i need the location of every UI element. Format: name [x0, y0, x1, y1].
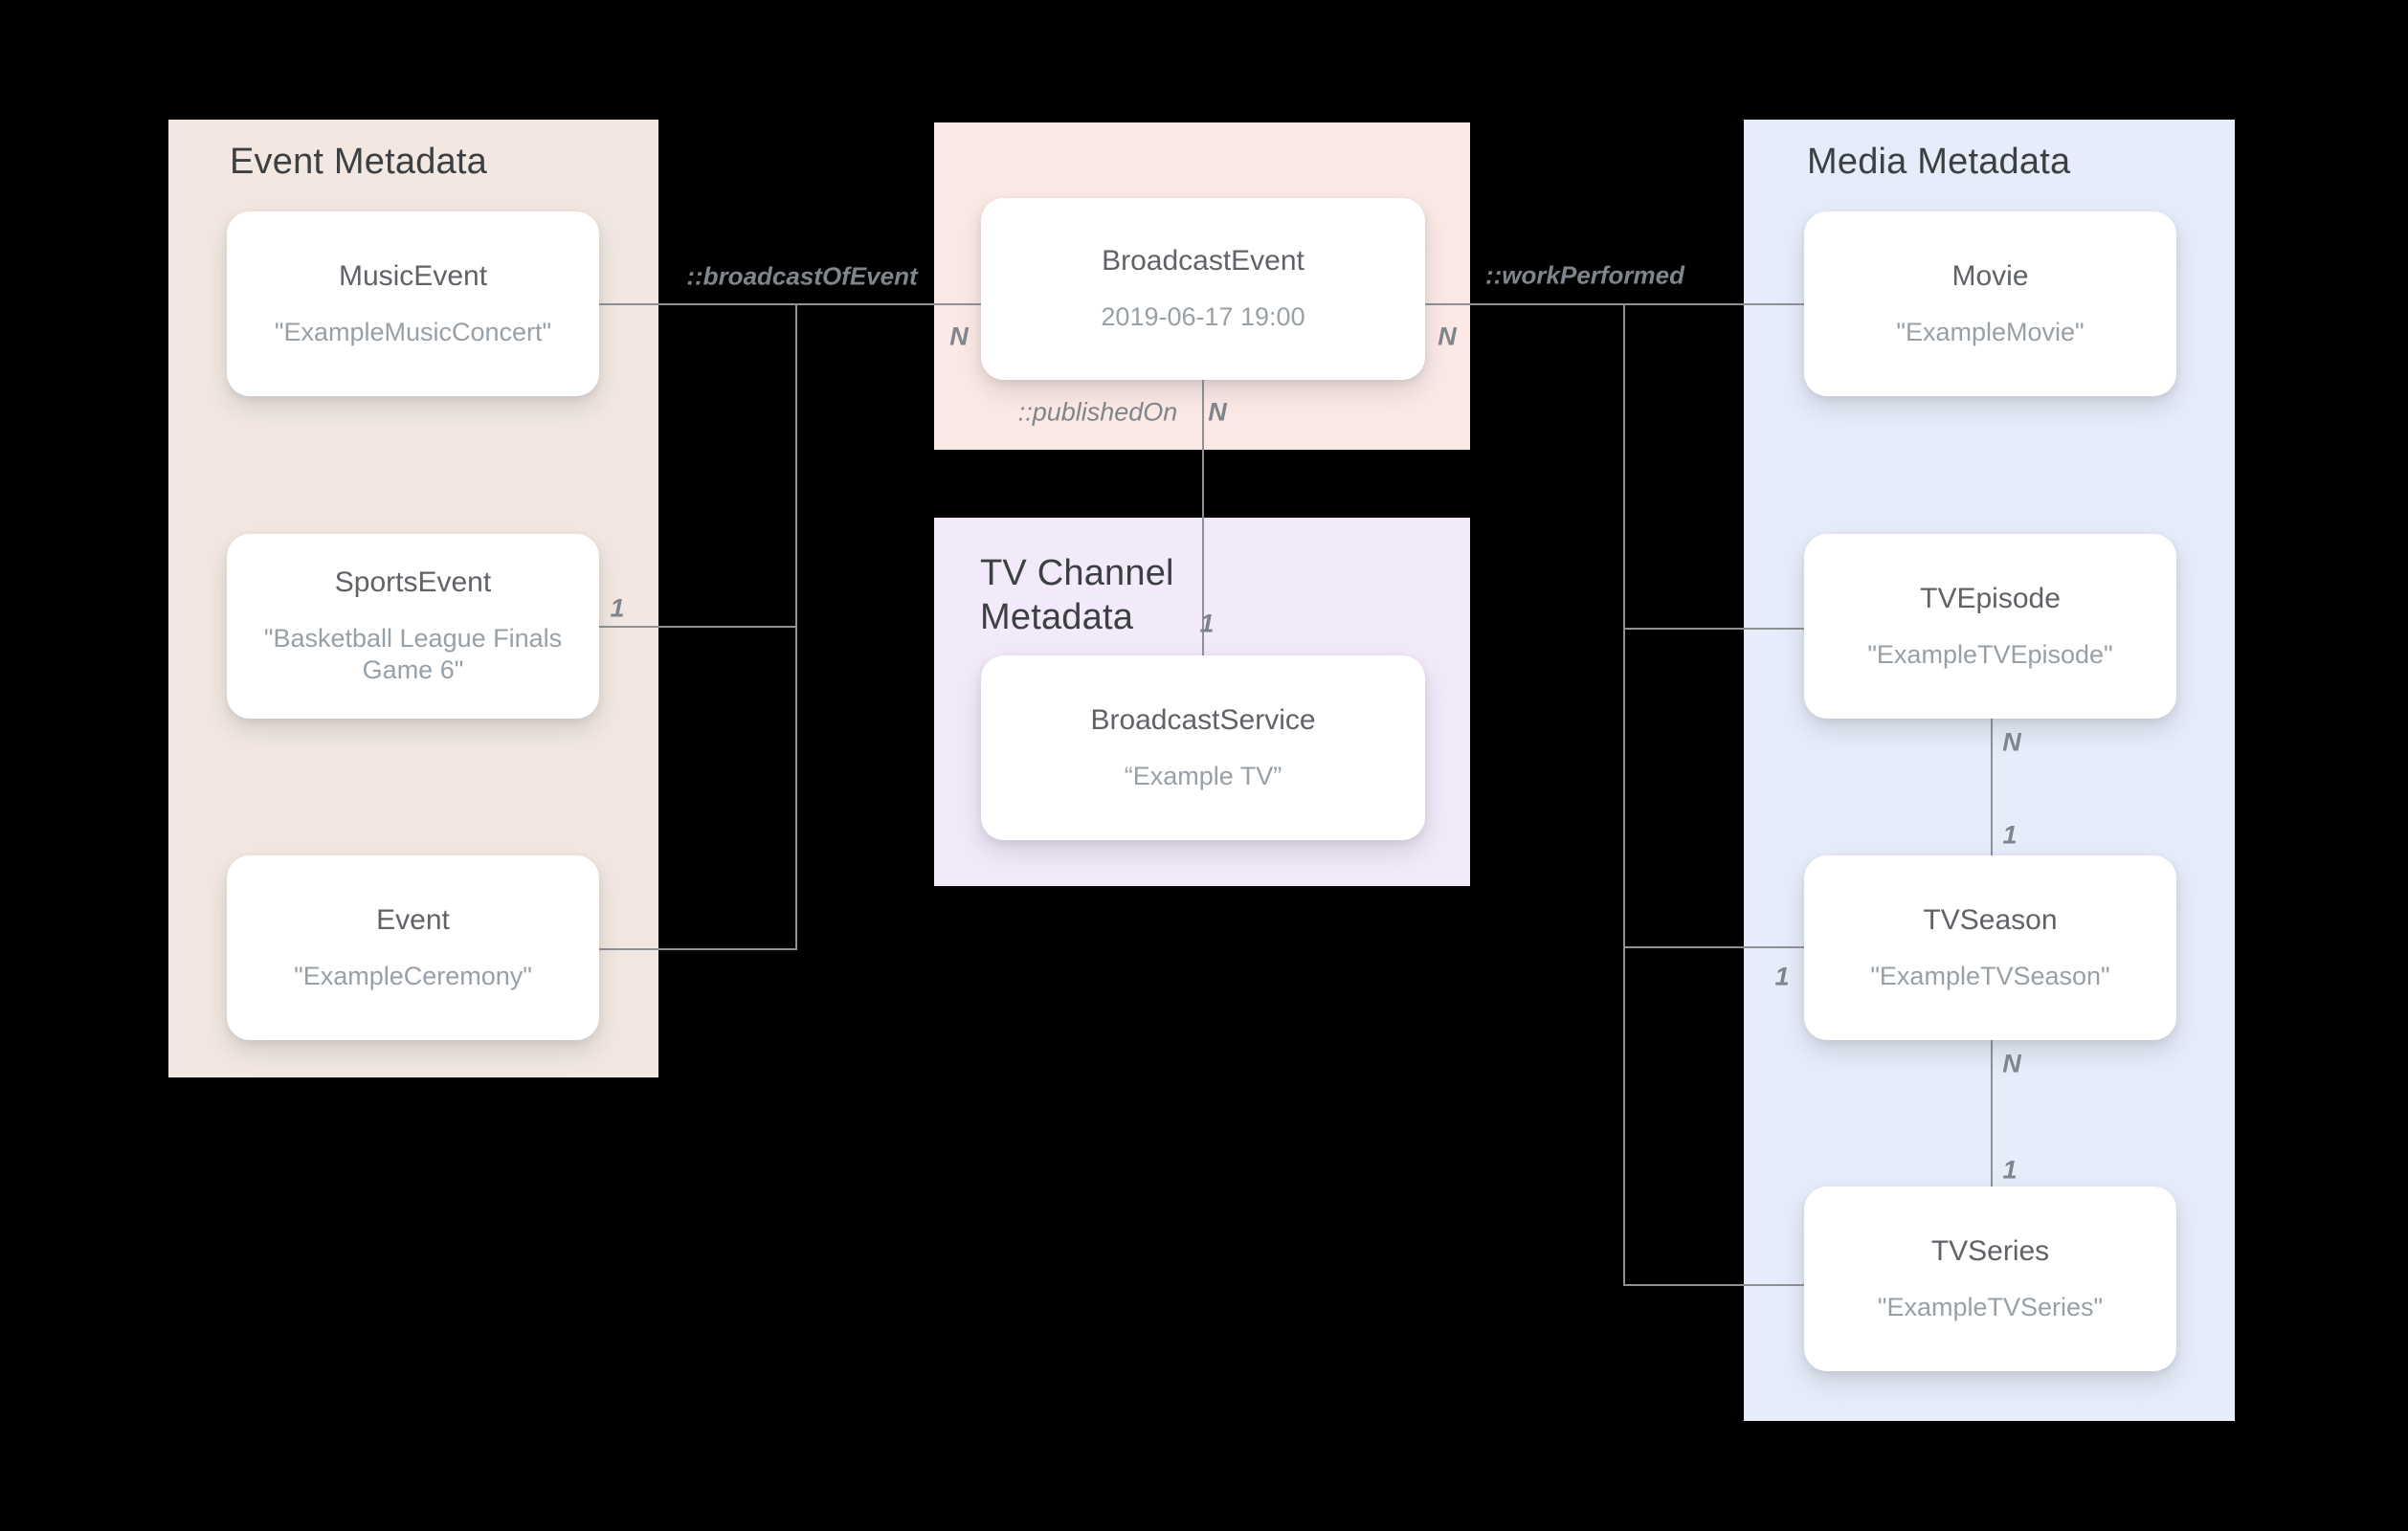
- card-event: Event "ExampleCeremony": [227, 855, 599, 1040]
- relation-label-broadcastofevent: ::broadcastOfEvent: [686, 261, 918, 291]
- card-movie: Movie "ExampleMovie": [1804, 211, 2176, 396]
- card-musicevent-title: MusicEvent: [338, 259, 488, 292]
- cardinality-publishedon-1: 1: [1199, 609, 1215, 638]
- card-tvseries-title: TVSeries: [1930, 1234, 2050, 1267]
- card-tvepisode: TVEpisode "ExampleTVEpisode": [1804, 534, 2176, 719]
- card-tvseries: TVSeries "ExampleTVSeries": [1804, 1187, 2176, 1371]
- cardinality-broadcastofevent-n: N: [949, 322, 969, 351]
- card-event-subtitle: "ExampleCeremony": [294, 961, 532, 990]
- card-broadcastservice: BroadcastService “Example TV”: [981, 655, 1425, 840]
- edge-trunk-tvepisode: [1623, 628, 1804, 630]
- card-tvseason-title: TVSeason: [1923, 903, 2058, 936]
- card-broadcastservice-subtitle: “Example TV”: [1124, 761, 1282, 790]
- edge-broadcastevent-broadcastservice: [1202, 380, 1204, 655]
- edge-sportsevent-trunk: [599, 626, 797, 628]
- edge-broadcastevent-movie: [1425, 303, 1804, 305]
- card-tvseason-subtitle: "ExampleTVSeason": [1870, 961, 2110, 990]
- card-broadcastevent-title: BroadcastEvent: [1102, 245, 1304, 277]
- card-broadcastservice-title: BroadcastService: [1090, 703, 1316, 736]
- edge-event-trunk: [599, 948, 797, 950]
- card-broadcastevent: BroadcastEvent 2019-06-17 19:00: [981, 198, 1425, 380]
- card-sportsevent: SportsEvent "Basketball League Finals Ga…: [227, 534, 599, 719]
- cardinality-episode-season-1: 1: [2002, 820, 2018, 850]
- card-musicevent: MusicEvent "ExampleMusicConcert": [227, 211, 599, 396]
- edge-tvepisode-tvseason: [1991, 719, 1993, 855]
- cardinality-episode-season-n: N: [2002, 727, 2021, 757]
- cardinality-workperformed-1: 1: [1774, 962, 1790, 991]
- panel-title-media-metadata: Media Metadata: [1807, 142, 2071, 182]
- edge-media-trunk-vertical: [1623, 303, 1625, 1286]
- card-movie-subtitle: "ExampleMovie": [1896, 317, 2085, 346]
- edge-trunk-tvseries: [1623, 1284, 1805, 1286]
- cardinality-broadcastofevent-1: 1: [610, 593, 625, 623]
- card-movie-title: Movie: [1951, 259, 2029, 292]
- cardinality-workperformed-n: N: [1438, 322, 1457, 351]
- card-tvseries-subtitle: "ExampleTVSeries": [1877, 1292, 2104, 1321]
- card-tvepisode-title: TVEpisode: [1920, 582, 2061, 614]
- relation-label-publishedon: ::publishedOn: [1017, 397, 1178, 427]
- edge-musicevent-broadcastevent: [599, 303, 981, 305]
- edge-trunk-tvseason: [1623, 946, 1804, 948]
- relation-label-workperformed: ::workPerformed: [1484, 260, 1685, 290]
- cardinality-publishedon-n: N: [1208, 397, 1227, 427]
- card-tvepisode-subtitle: "ExampleTVEpisode": [1867, 639, 2113, 669]
- card-sportsevent-subtitle: "Basketball League Finals Game 6": [263, 624, 563, 684]
- card-broadcastevent-subtitle: 2019-06-17 19:00: [1101, 302, 1305, 331]
- panel-title-event-metadata: Event Metadata: [230, 142, 487, 182]
- card-event-title: Event: [376, 903, 450, 936]
- panel-title-tv-channel-metadata: TV Channel Metadata: [980, 553, 1174, 637]
- card-sportsevent-title: SportsEvent: [334, 566, 492, 598]
- edge-tvseason-tvseries: [1991, 1040, 1993, 1187]
- cardinality-season-series-n: N: [2002, 1049, 2021, 1078]
- card-tvseason: TVSeason "ExampleTVSeason": [1804, 855, 2176, 1040]
- cardinality-season-series-1: 1: [2002, 1155, 2018, 1185]
- card-musicevent-subtitle: "ExampleMusicConcert": [274, 317, 552, 346]
